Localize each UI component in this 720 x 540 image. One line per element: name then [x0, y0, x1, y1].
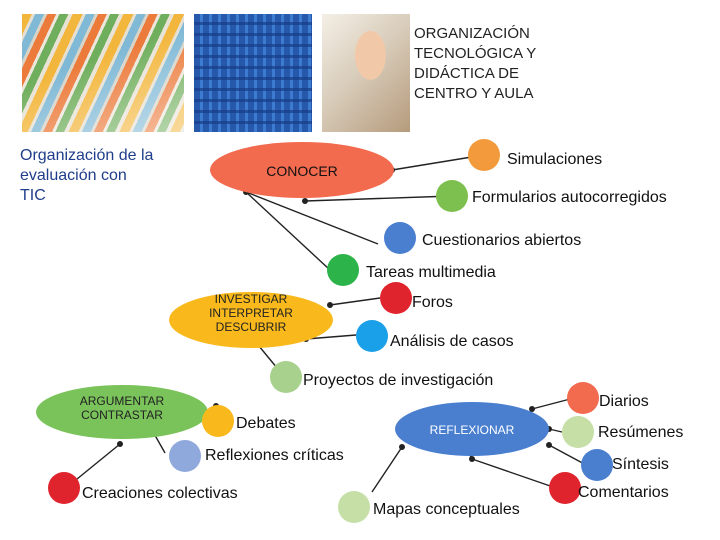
label-analisis: Análisis de casos — [390, 333, 514, 350]
child-with-tablet-photo — [322, 14, 410, 132]
dot-reflexiones — [169, 440, 201, 472]
dot-proyectos — [270, 361, 302, 393]
node-argumentar — [36, 385, 208, 439]
dot-analisis — [356, 320, 388, 352]
node-conocer-label: CONOCER — [266, 163, 338, 179]
connector-diarios — [531, 397, 575, 410]
label-reflexiones: Reflexiones críticas — [205, 447, 344, 464]
connector-formularios — [304, 195, 453, 202]
label-simulaciones: Simulaciones — [507, 151, 603, 168]
dot-formularios — [436, 180, 468, 212]
node-investigar — [169, 292, 333, 348]
dot-foros — [380, 282, 412, 314]
dot-debates — [202, 405, 234, 437]
label-line: CONTRASTAR — [81, 408, 163, 422]
label-line: DESCUBRIR — [216, 320, 287, 334]
label-cuestionarios: Cuestionarios abiertos — [422, 232, 582, 249]
diagram-subtitle: Organización de la evaluación con TIC — [20, 147, 154, 204]
label-diarios: Diarios — [599, 393, 649, 410]
dot-resumenes — [562, 416, 594, 448]
label-sintesis: Síntesis — [612, 456, 669, 473]
keyboard-photo — [194, 14, 312, 132]
connector-tareas — [245, 191, 331, 271]
dot-cuestionarios — [384, 222, 416, 254]
label-line: INVESTIGAR — [215, 292, 288, 306]
label-proyectos: Proyectos de investigación — [303, 372, 494, 389]
label-tareas: Tareas multimedia — [366, 264, 496, 281]
label-creaciones: Creaciones colectivas — [82, 485, 238, 502]
label-line: ARGUMENTAR — [80, 394, 165, 408]
connector-comentarios — [471, 458, 557, 489]
connector-foros — [329, 297, 381, 306]
connector-cuestionarios — [245, 191, 379, 245]
dot-sintesis — [581, 449, 613, 481]
dot-mapas — [338, 491, 370, 523]
dot-tareas — [327, 254, 359, 286]
connector-analisis — [305, 334, 357, 340]
label-line: INTERPRETAR — [209, 306, 293, 320]
label-resumenes: Resúmenes — [598, 424, 684, 441]
colored-pencils-photo — [22, 14, 184, 132]
connector-mapas — [371, 446, 403, 493]
dot-creaciones — [48, 472, 80, 504]
diagram-title: ORGANIZACIÓN TECNOLÓGICA Y DIDÁCTICA DE … — [414, 25, 537, 102]
node-reflexionar-label: REFLEXIONAR — [430, 423, 515, 437]
dot-comentarios — [549, 472, 581, 504]
dot-simulaciones — [468, 139, 500, 171]
node-conocer — [210, 142, 394, 198]
label-comentarios: Comentarios — [578, 484, 669, 501]
label-debates: Debates — [236, 415, 296, 432]
node-reflexionar — [395, 402, 549, 456]
dot-diarios — [567, 382, 599, 414]
label-mapas: Mapas conceptuales — [373, 501, 520, 518]
label-formularios: Formularios autocorregidos — [472, 189, 667, 206]
label-foros: Foros — [412, 294, 453, 311]
